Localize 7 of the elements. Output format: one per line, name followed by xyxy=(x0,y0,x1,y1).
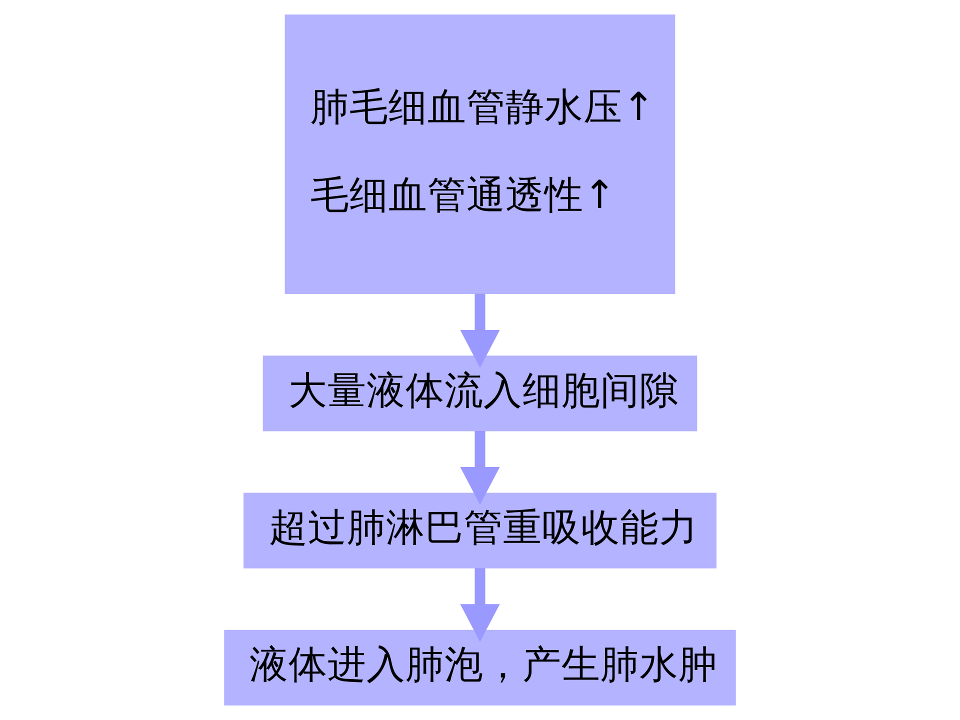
node-box: 液体进入肺泡，产生肺水肿 xyxy=(224,630,736,706)
node-box: 大量液体流入细胞间隙 xyxy=(262,356,698,432)
arrow xyxy=(460,294,500,368)
arrow xyxy=(460,568,500,642)
arrow xyxy=(460,430,500,505)
node-box: 超过肺淋巴管重吸收能力 xyxy=(244,492,716,568)
node-box: 肺毛细血管静水压↑ 毛细血管通透性↑ xyxy=(284,14,676,294)
